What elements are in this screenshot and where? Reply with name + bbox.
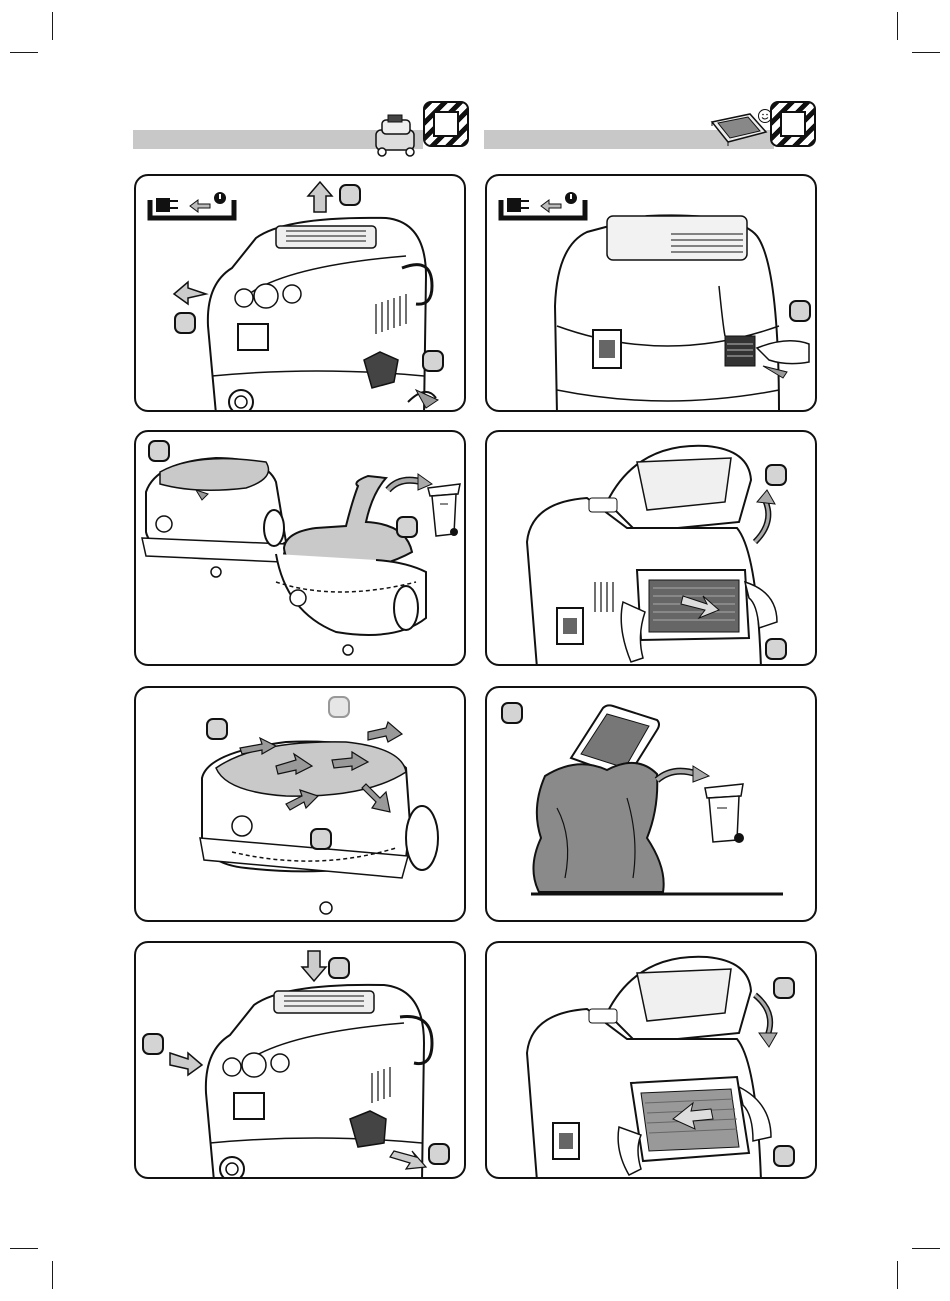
step-panel-4 [485,430,817,666]
step-panel-1 [134,174,466,412]
crop-mark [10,52,38,53]
step-marker [773,977,795,999]
step-marker [339,184,361,206]
unplug-icon [150,192,234,218]
hatched-marker-icon [423,101,469,147]
crop-mark [52,12,53,40]
crop-mark [52,1261,53,1289]
crop-mark [10,1248,38,1249]
insert-filter-illustration [487,943,817,1179]
dust-bag-illustration [136,432,466,666]
filter-cassette-icon [725,336,755,366]
step-panel-7 [134,941,466,1179]
crop-mark [912,1248,940,1249]
step-marker [396,516,418,538]
vacuum-rear-illustration [487,176,817,412]
step-panel-2 [485,174,817,412]
step-panel-3 [134,430,466,666]
step-marker [789,300,811,322]
step-marker [501,702,523,724]
arrow-right-icon [170,1053,202,1075]
step-marker [174,312,196,334]
unplug-icon [501,192,585,218]
step-marker [328,957,350,979]
step-marker [428,1143,450,1165]
step-marker [765,638,787,660]
crop-mark [897,1261,898,1289]
step-panel-5 [134,686,466,922]
arrow-down-icon [302,951,326,981]
waste-bin-icon [428,484,460,536]
step-marker [773,1145,795,1167]
step-panel-6 [485,686,817,922]
crop-mark [897,12,898,40]
step-marker [142,1033,164,1055]
close-head-illustration [136,943,466,1179]
step-marker [148,440,170,462]
step-marker [422,350,444,372]
arrow-up-icon [308,182,332,212]
hatched-marker-icon [770,101,816,147]
step-marker [765,464,787,486]
step-marker [328,696,350,718]
step-marker [206,718,228,740]
sack-icon [533,763,663,892]
vacuum-head-illustration [136,176,466,412]
crop-mark [912,52,940,53]
dispose-filter-illustration [487,688,817,922]
fleece-bag-illustration [136,688,466,922]
step-panel-8 [485,941,817,1179]
vacuum-cleaner-icon [370,112,422,158]
step-marker [310,828,332,850]
arrow-left-icon [174,282,206,304]
waste-bin-icon [705,784,744,843]
